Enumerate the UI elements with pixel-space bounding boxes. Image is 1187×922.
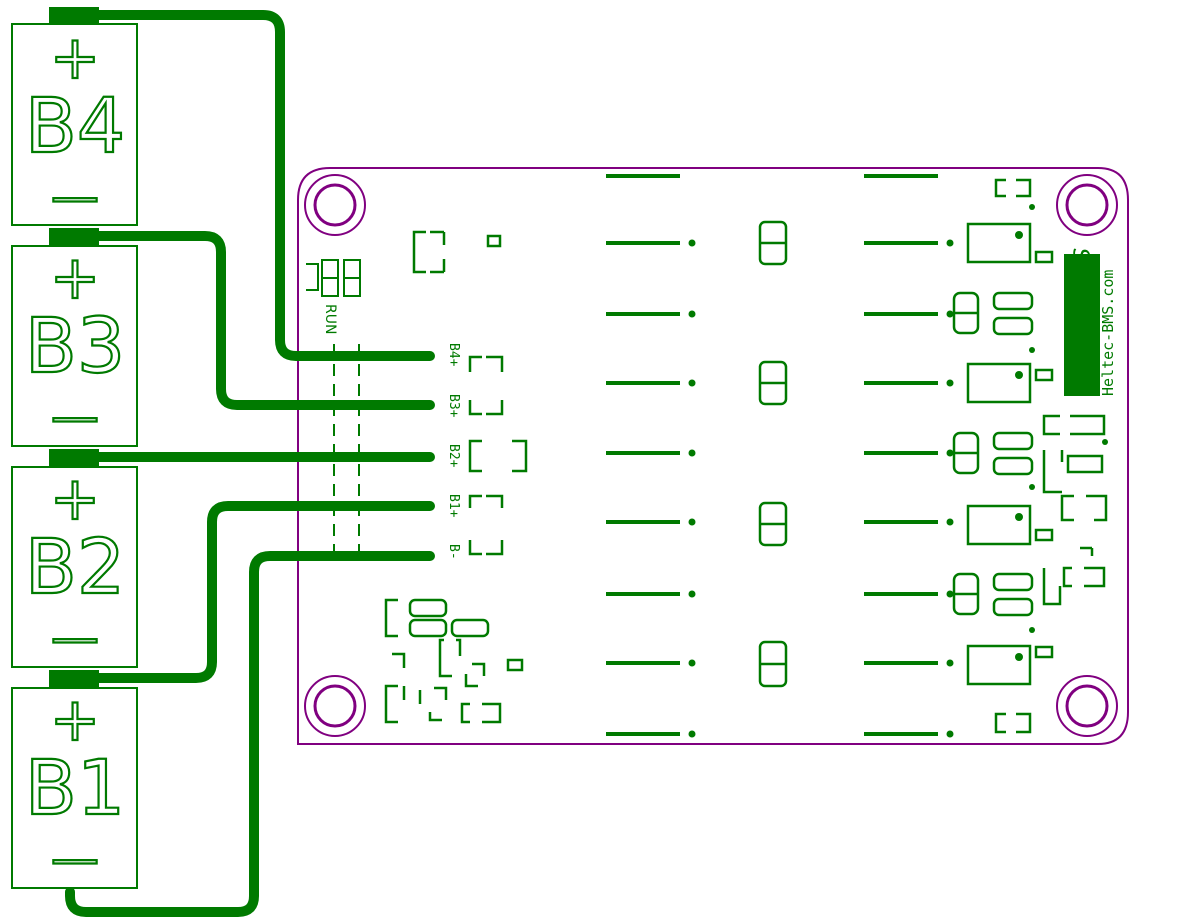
battery-b2-name: B2 [25,522,126,611]
wire-b-minus [65,551,435,917]
pin-label-b4: B4+ [446,343,461,367]
mounting-hole [1065,183,1109,227]
battery-b1-minus: — [51,831,99,887]
brand-website: Heltec-BMS.com [1099,270,1117,396]
mounting-hole [313,684,357,728]
pin-label-b3: B3+ [446,394,461,418]
run-led [306,259,361,297]
battery-b1-plus: + [50,685,100,755]
wires [65,10,435,917]
mounting-hole [1056,174,1118,236]
battery-b3-name: B3 [25,301,126,390]
battery-b4-plus: + [50,23,100,93]
brand-logo-badge [1064,254,1100,396]
mosfet-array [606,174,938,736]
bottom-left-components [384,598,524,724]
pin-label-bminus: B- [446,544,461,560]
brand-name: HELTEC [1068,291,1097,394]
mounting-hole [1056,675,1118,737]
battery-b3-minus: — [51,389,99,445]
pin1-dots [688,204,1108,738]
middle-resistors [758,220,788,688]
wire-b3-plus [94,231,435,410]
pin-label-b2: B2+ [446,444,461,468]
battery-b3-plus: + [50,243,100,313]
connector-caps [412,230,528,556]
battery-stack [11,7,138,889]
run-label: RUN [322,304,338,334]
battery-b2-minus: — [51,610,99,666]
brand-suffix: BMS [1071,248,1096,296]
wire-b4-plus [94,10,435,361]
mounting-hole [1065,684,1109,728]
battery-b4-minus: — [51,169,99,225]
pin-label-b1: B1+ [446,494,461,518]
brand-logo: HELTEC BMS Heltec-BMS.com [1064,248,1117,396]
battery-b1-terminal [49,670,99,688]
battery-b3-terminal [49,228,99,246]
mounting-hole [313,183,357,227]
right-caps [952,178,1108,734]
battery-b2-plus: + [50,464,100,534]
connector-outline [333,344,360,552]
wire-b1-plus [94,501,435,683]
battery-b4-terminal [49,7,99,24]
right-ics [966,222,1054,686]
mounting-hole [304,174,366,236]
pin-labels: B4+ B3+ B2+ B1+ B- [446,343,461,560]
battery-b4-name: B4 [25,81,126,170]
battery-labels: + B4 — + B3 — + B2 — + B1 — [24,22,127,888]
mounting-hole [304,675,366,737]
battery-b2-terminal [49,449,99,467]
battery-b1-name: B1 [25,743,126,832]
mounting-holes [304,174,1118,737]
pcb-outline [297,167,1129,745]
